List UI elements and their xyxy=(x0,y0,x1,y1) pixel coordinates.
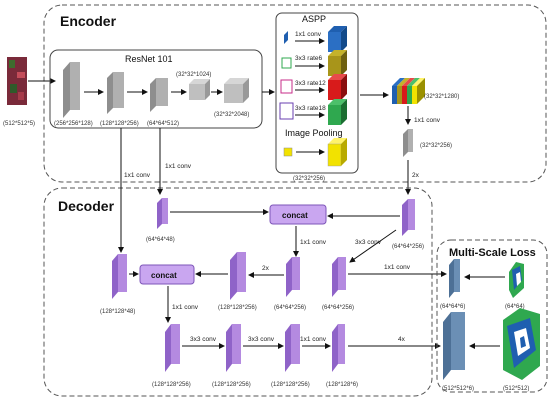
aspp-branch-3: 3x3 rate12 xyxy=(280,74,347,100)
aspp-branch-4: 3x3 rate18 xyxy=(279,99,347,125)
concat2-conv-label: 1x1 conv xyxy=(172,304,199,311)
resnet-blocks xyxy=(63,62,249,118)
decoder-block-a xyxy=(286,257,300,297)
concat1-conv-label: 1x1 conv xyxy=(300,239,327,246)
loss-block-small xyxy=(449,259,460,298)
resnet-dim-4: (32*32*1024) xyxy=(176,72,211,78)
encoder-concat-dim: (32*32*1280) xyxy=(424,94,459,100)
decoder-title: Decoder xyxy=(58,198,115,214)
a-to-b-label: 2x xyxy=(262,265,270,272)
bottom-block-3 xyxy=(285,324,300,372)
input-dim: (512*512*5) xyxy=(3,121,35,127)
loss-block-large xyxy=(443,312,465,380)
loss-small-dim: (64*64*6) xyxy=(440,304,465,310)
resnet-block-2 xyxy=(107,72,124,114)
bottom-dim-1: (128*128*256) xyxy=(152,382,191,388)
loss-frame xyxy=(436,239,548,393)
resnet-title: ResNet 101 xyxy=(125,54,173,64)
final-upsample-label: 4x xyxy=(398,336,406,343)
aspp-branch-label-1: 1x1 conv xyxy=(295,31,322,38)
encoder-upsample-label: 2x xyxy=(412,172,420,179)
upsampled-block xyxy=(402,199,415,236)
resnet-block-3 xyxy=(150,78,168,112)
skip2-block xyxy=(112,254,127,299)
aspp-branch-1: 1x1 conv xyxy=(284,26,347,52)
concat-box-1 xyxy=(269,204,327,225)
aspp-concat-block xyxy=(392,78,425,104)
resnet-block-1 xyxy=(63,62,80,118)
bottom-block-4 xyxy=(332,324,345,372)
encoder-conv-block xyxy=(403,129,413,157)
aspp-branch-label-3: 3x3 rate12 xyxy=(295,80,326,87)
resnet-dim-5: (32*32*2048) xyxy=(214,112,249,118)
decoder-block-c xyxy=(332,257,346,297)
concat-box-2-label: concat xyxy=(151,271,177,280)
decoder-block-b-dim: (128*128*256) xyxy=(218,305,257,311)
resnet-dim-1: (256*256*128) xyxy=(54,121,93,127)
decoder-block-c-dim: (64*64*256) xyxy=(322,305,354,311)
aspp-branch-label-2: 3x3 rate6 xyxy=(295,55,322,62)
input-image xyxy=(7,57,27,105)
encoder-conv-label: 1x1 conv xyxy=(414,117,441,124)
encoder-conv-dim: (32*32*256) xyxy=(420,143,452,149)
encoder-frame xyxy=(43,4,547,183)
aspp-branch-label-4: 3x3 rate18 xyxy=(295,105,326,112)
resnet-frame xyxy=(49,49,263,129)
decoder-block-a-dim: (64*64*256) xyxy=(274,305,306,311)
decoder-frame xyxy=(43,187,433,397)
bottom-dim-4: (128*128*6) xyxy=(326,382,358,388)
decoder-block-b xyxy=(230,252,246,300)
bottom-block-2 xyxy=(226,324,241,372)
bottom-dim-3: (128*128*256) xyxy=(271,382,310,388)
skip2-conv-label: 1x1 conv xyxy=(124,172,151,179)
skip1-block xyxy=(157,198,168,229)
c-to-loss-label: 1x1 conv xyxy=(384,264,411,271)
skip1-conv-label: 1x1 conv xyxy=(165,163,192,170)
loss-title: Multi-Scale Loss xyxy=(449,247,536,259)
bottom-op-3: 1x1 conv xyxy=(300,336,327,343)
loss-large-gt: (512*512) xyxy=(503,386,529,392)
aspp-frame xyxy=(275,12,359,174)
resnet-dim-3: (64*64*512) xyxy=(147,121,179,127)
loss-gt-small xyxy=(509,262,524,298)
bottom-dim-2: (128*128*256) xyxy=(212,382,251,388)
aspp-branch-2: 3x3 rate6 xyxy=(281,50,347,76)
loss-large-dim: (512*512*6) xyxy=(442,386,474,392)
bottom-op-1: 3x3 conv xyxy=(190,336,217,343)
aspp-branch-5 xyxy=(283,138,347,167)
resnet-dim-2: (128*128*256) xyxy=(100,121,139,127)
skip2-dim: (128*128*48) xyxy=(100,309,135,315)
loss-gt-large xyxy=(503,308,540,380)
concat-box-1-label: concat xyxy=(282,211,308,220)
concat-box-2 xyxy=(139,264,195,285)
bottom-op-2: 3x3 conv xyxy=(248,336,275,343)
resnet-block-5 xyxy=(224,78,249,103)
resnet-block-4 xyxy=(189,79,210,100)
upsampled-down-arrow xyxy=(349,229,397,263)
aspp-branch-label-5: Image Pooling xyxy=(285,128,343,138)
skip1-dim: (64*64*48) xyxy=(146,237,175,243)
upsampled-conv3-label: 3x3 conv xyxy=(355,239,382,246)
encoder-title: Encoder xyxy=(60,13,117,29)
upsampled-dim: (64*64*256) xyxy=(392,244,424,250)
bottom-block-1 xyxy=(165,324,180,372)
loss-small-gt: (64*64) xyxy=(505,304,525,310)
aspp-title: ASPP xyxy=(302,14,326,24)
aspp-pool-dim: (32*32*256) xyxy=(293,176,325,182)
